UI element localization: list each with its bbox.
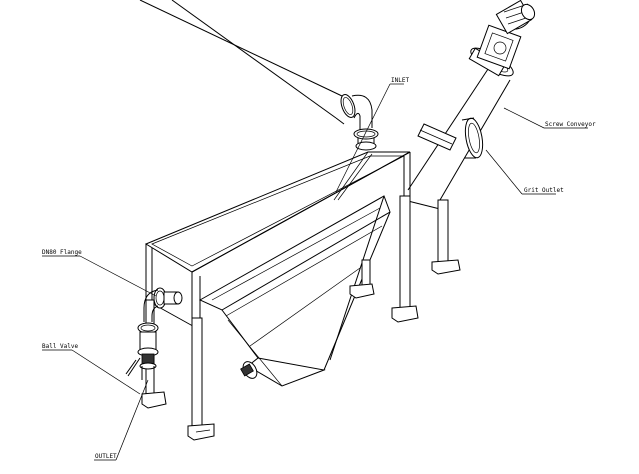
label-ball-valve: Ball Valve (42, 343, 79, 350)
inlet-pipe (139, 0, 379, 151)
hopper (198, 195, 391, 387)
leader-lines (42, 83, 588, 461)
label-inlet: INLET (391, 77, 409, 84)
support-legs (141, 195, 461, 441)
outlet-assembly (125, 287, 183, 380)
label-grit-outlet: Grit Outlet (524, 187, 564, 194)
screw-conveyor (403, 0, 536, 211)
annotations: INLET Screw Conveyor Grit Outlet DN80 Fl… (42, 77, 596, 460)
separator-tank (144, 151, 411, 331)
label-outlet: OUTLET (95, 453, 117, 460)
label-dn80-flange: DN80 Flange (42, 249, 82, 256)
label-screw-conveyor: Screw Conveyor (545, 121, 596, 128)
